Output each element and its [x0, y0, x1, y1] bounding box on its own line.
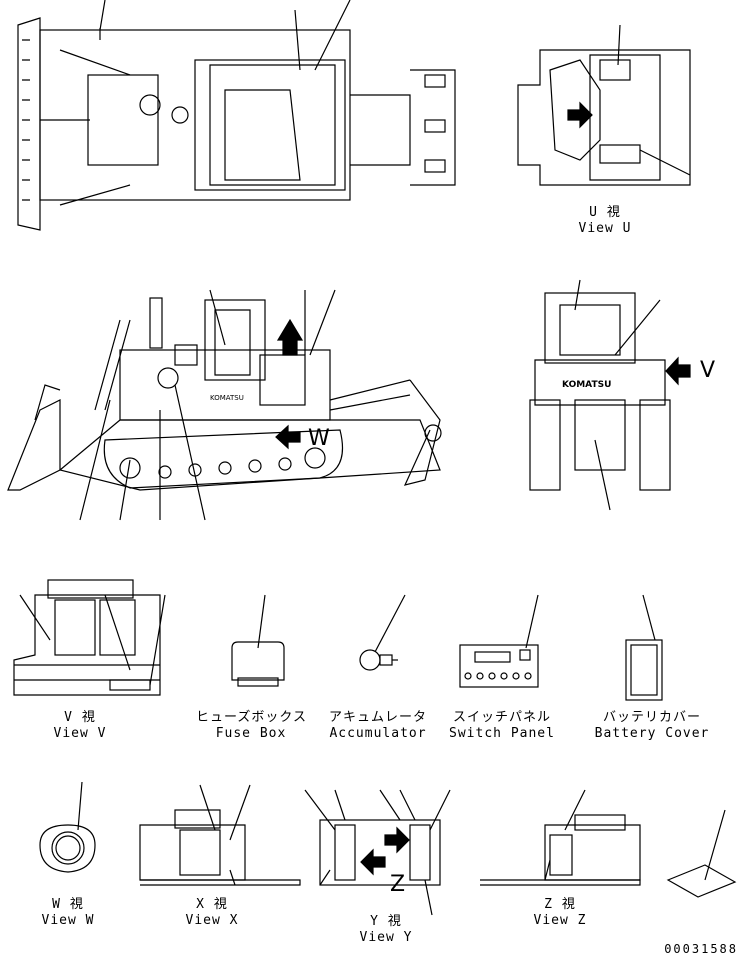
view-u-en: View U [578, 221, 632, 236]
battery-cover-label: バッテリカバー Battery Cover [590, 710, 714, 742]
view-y-drawing [304, 789, 451, 916]
view-marker-w: W [308, 426, 330, 451]
view-y-jp: Y 視 [370, 914, 402, 929]
view-u-label: U 視 View U [560, 205, 650, 237]
rear-view-dozer: KOMATSU [529, 279, 691, 511]
view-x-label: X 視 View X [172, 897, 252, 929]
drawing-code: 00031588 [664, 942, 738, 956]
decal-drawing [666, 809, 737, 898]
battery-cover-en: Battery Cover [594, 726, 710, 741]
view-u-drawing [517, 24, 691, 186]
view-marker-z: Z [390, 872, 406, 897]
battery-cover-drawing [625, 594, 663, 701]
accumulator-drawing [359, 594, 406, 671]
view-w-en: View W [41, 913, 95, 928]
accumulator-en: Accumulator [329, 726, 427, 741]
fuse-box-en: Fuse Box [215, 726, 287, 741]
view-w-label: W 視 View W [28, 897, 108, 929]
battery-cover-jp: バッテリカバー [602, 710, 701, 725]
rear-brand-text: KOMATSU [562, 380, 611, 390]
view-y-en: View Y [359, 930, 413, 945]
fuse-box-jp: ヒューズボックス [196, 710, 307, 725]
view-w-drawing [39, 781, 96, 873]
view-u-jp: U 視 [589, 205, 621, 220]
view-x-en: View X [185, 913, 239, 928]
accumulator-label: アキュムレータ Accumulator [326, 710, 430, 742]
view-marker-v: V [700, 358, 716, 383]
view-x-jp: X 視 [196, 897, 228, 912]
view-z-en: View Z [533, 913, 587, 928]
top-view-dozer [17, 0, 456, 231]
view-z-drawing [480, 789, 641, 886]
switch-panel-drawing [459, 594, 539, 688]
side-brand-text: KOMATSU [210, 394, 244, 402]
switch-panel-en: Switch Panel [449, 726, 555, 741]
view-z-label: Z 視 View Z [520, 897, 600, 929]
side-view-dozer: KOMATSU [7, 289, 442, 521]
switch-panel-label: スイッチパネル Switch Panel [446, 710, 558, 742]
view-v-en: View V [53, 726, 107, 741]
view-x-drawing [139, 784, 301, 886]
view-v-drawing [13, 579, 166, 696]
accumulator-jp: アキュムレータ [328, 710, 427, 725]
fuse-box-label: ヒューズボックス Fuse Box [196, 710, 306, 742]
fuse-box-drawing [231, 594, 285, 687]
switch-panel-jp: スイッチパネル [452, 710, 551, 725]
view-v-jp: V 視 [64, 710, 96, 725]
view-z-jp: Z 視 [544, 897, 576, 912]
view-v-label: V 視 View V [40, 710, 120, 742]
view-w-jp: W 視 [52, 897, 84, 912]
view-y-label: Y 視 View Y [346, 914, 426, 946]
